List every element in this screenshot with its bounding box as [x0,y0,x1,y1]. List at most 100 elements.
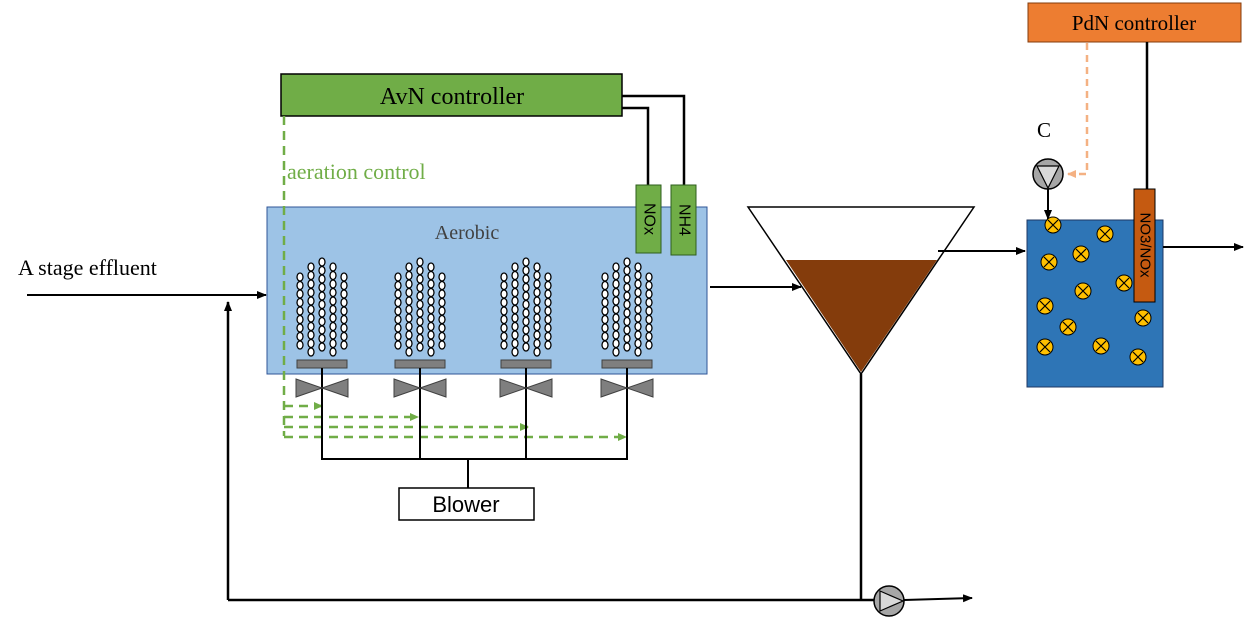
bubble [405,321,413,332]
bubble [416,257,424,267]
bubble [307,270,315,281]
bubble [522,282,530,293]
carbon-particle-icon [1044,216,1062,234]
carbon-particle-icon [1096,225,1114,243]
bubble [511,321,519,332]
bubble [623,325,631,335]
bubble [533,347,541,357]
bubble [645,340,653,350]
valve-4 [600,378,654,398]
bubble [500,289,508,299]
bubble [307,287,315,298]
valve-icon [499,378,553,398]
no3-nox-sensor: NO3/NOx [1133,188,1156,303]
bubble [612,338,620,349]
bubble [416,282,424,293]
nox-sensor-label: NOx [640,203,657,235]
bubble [511,304,519,315]
bubble [612,287,620,298]
bubble [438,340,446,350]
valve-icon [600,378,654,398]
pdn-controller: PdN controller [1027,2,1242,43]
bubble [511,262,519,272]
bubble [612,321,620,332]
bubble [623,308,631,318]
bubble [318,325,326,335]
bubble [427,338,435,349]
bubble [544,331,552,342]
bubble [329,321,337,332]
bubble [634,304,642,315]
carbon-particle-icon [1129,348,1147,366]
bubble [645,280,653,291]
bubble [296,323,304,333]
bubble [634,313,642,323]
carbon-particles [1036,216,1152,366]
bubble [511,347,519,357]
bubble [511,313,519,323]
carbon-particle-icon [1059,318,1077,336]
bubble [340,323,348,333]
bubble [318,333,326,344]
bubble [307,279,315,289]
bubble [500,272,508,282]
bubble [634,279,642,289]
a-stage-effluent-label: A stage effluent [18,255,157,280]
carbon-particle-icon [1072,245,1090,263]
bubble [405,296,413,306]
bubble [405,279,413,289]
bubble [634,347,642,357]
bubble [307,296,315,306]
bubble [612,279,620,289]
bubble [329,279,337,289]
bubble [500,323,508,333]
bubble [533,330,541,340]
bubble [427,321,435,332]
bubble [340,289,348,299]
bubble [394,306,402,316]
bubble [394,272,402,282]
avn-controller: AvN controller [280,73,623,117]
bubble [645,297,653,308]
bubble [329,330,337,340]
blower: Blower [398,487,535,521]
bubble [318,265,326,276]
bubble [340,297,348,308]
bubble [307,330,315,340]
carbon-particle-icon [1036,338,1054,356]
bubble [318,342,326,352]
bubble [307,338,315,349]
bubble [511,287,519,298]
bubble [416,325,424,335]
nox-sensor: NOx [635,184,662,254]
bubble [427,347,435,357]
waste-sludge-arrow [903,594,973,603]
bubble [427,313,435,323]
bubble [533,270,541,281]
bubble [533,304,541,315]
pdn-controller-box [1027,2,1242,43]
bubble [394,289,402,299]
bubble [438,331,446,342]
bubble [416,265,424,276]
bubble [533,313,541,323]
aeration-control-label: aeration control [287,159,426,184]
bubble [634,330,642,340]
pdn-pump-signal [1067,43,1089,178]
bubble [623,274,631,284]
bubble [318,257,326,267]
bubble [601,280,609,291]
bubble [544,314,552,325]
bubble [522,265,530,276]
no3-nox-sensor-box [1133,188,1156,303]
bubble [405,304,413,315]
bubble [522,333,530,344]
blower-label: Blower [432,492,499,517]
diffuser-plate [296,359,348,369]
carbon-particle-icon [1115,274,1133,292]
waste-sludge-pump [873,585,905,617]
bubble [634,338,642,349]
return-sludge-line [224,301,874,602]
nox-signal-line [622,106,650,185]
bubble [522,342,530,352]
